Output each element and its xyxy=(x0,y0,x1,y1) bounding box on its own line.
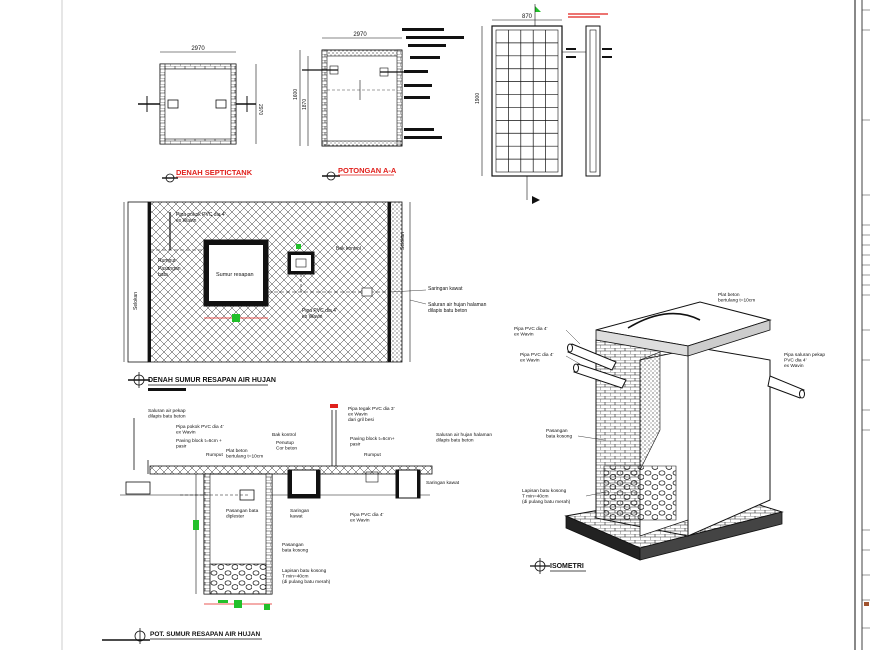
septic-section-note-blocks xyxy=(402,28,464,139)
septic-section: 2970 1600 1870 POTONGAN A-A xyxy=(293,28,464,181)
plan-rumput-label: Rumput xyxy=(158,258,176,264)
sec-rumput2-label: Rumput xyxy=(364,452,381,458)
plan-control-label: Bak kontrol xyxy=(336,246,361,252)
infiltration-plan: Selokan Selokan Sumur resapan Pipa pokok… xyxy=(123,201,487,391)
septic-plan-dim-top: 2970 xyxy=(191,46,205,52)
sec-pipa-pvc-label: Pipa PVC dia 4'ex Wavin xyxy=(350,512,384,524)
sec-paving-label: Paving block t=6cm +pasir xyxy=(176,438,222,450)
grate-dim-top: 870 xyxy=(522,14,533,20)
iso-pipa1-label: Pipa PVC dia 4'ex Wavin xyxy=(514,326,548,338)
septic-plan: 2970 2970 DENAH SEPTICTANK xyxy=(138,46,263,183)
septic-section-dim-top: 2970 xyxy=(353,32,367,38)
isometric-title: ISOMETRI xyxy=(550,563,584,570)
septic-plan-title: DENAH SEPTICTANK xyxy=(176,168,253,177)
sec-bak-kontrol-label: Bak kontrol xyxy=(272,432,296,438)
iso-pipa2-label: Pipa PVC dia 4'ex Wavin xyxy=(520,352,554,364)
infiltration-section-title: POT. SUMUR RESAPAN AIR HUJAN xyxy=(150,631,260,638)
plan-well-label: Sumur resapan xyxy=(216,272,254,278)
septic-section-title: POTONGAN A-A xyxy=(338,166,397,175)
septic-plan-dim-side: 2970 xyxy=(257,104,263,115)
title-block-strip xyxy=(862,9,870,629)
plan-pipe-in-label: Pipa pokok PVC dia 4'ex Wavin xyxy=(176,212,226,224)
sheet-frame xyxy=(61,0,863,650)
septic-section-dim-side2: 1870 xyxy=(302,99,308,110)
plan-pipe-mid-label: Pipa PVC dia 4'ex Wavin xyxy=(302,308,337,320)
grate-detail: 870 1900 xyxy=(475,4,612,204)
sec-pipa-pokok-label: Pipa pokok PVC dia 4'ex Wavin xyxy=(176,424,224,436)
infiltration-plan-title: DENAH SUMUR RESAPAN AIR HUJAN xyxy=(148,377,276,384)
sec-rumput-label: Rumput xyxy=(206,452,223,458)
septic-section-dim-side: 1600 xyxy=(293,89,299,100)
sec-saringan-kawat-label: Saringan kawat xyxy=(426,480,460,486)
plan-gutter-right-label: Selokan xyxy=(400,232,406,250)
grate-dim-side: 1900 xyxy=(475,93,481,104)
plan-saringan-label: Saringan kawat xyxy=(428,286,463,292)
sec-paving2-label: Paving block t=6cm+pasir xyxy=(350,436,395,448)
plan-gutter-left-label: Selokan xyxy=(133,292,139,310)
